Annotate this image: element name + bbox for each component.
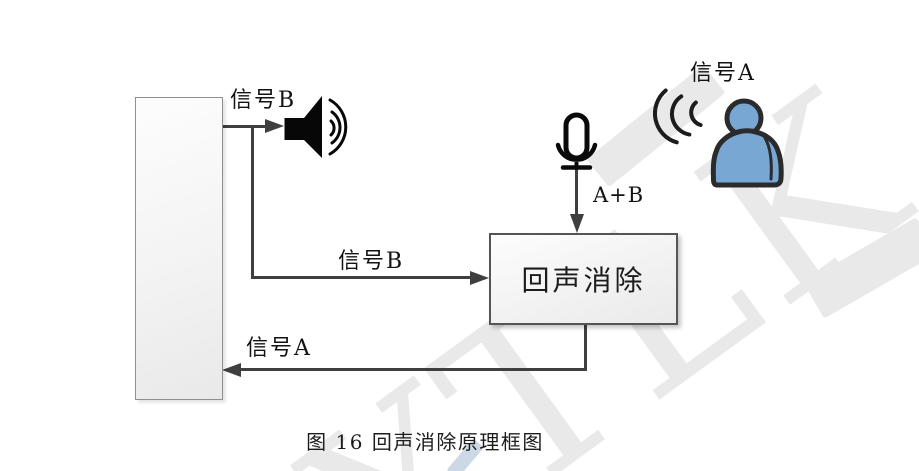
device-box <box>135 97 223 400</box>
connector-reference-to-box <box>251 276 473 279</box>
connector-output-to-device <box>240 368 586 371</box>
sound-waves-icon <box>653 88 703 145</box>
arrowhead-to-speaker <box>265 119 284 133</box>
speaker-icon <box>284 96 348 158</box>
label-signal-b-speaker: 信号B <box>230 88 297 113</box>
microphone-icon <box>555 112 598 170</box>
figure-caption: 图 16 回声消除原理框图 <box>306 430 544 454</box>
label-signal-a-talker: 信号A <box>690 61 756 86</box>
echo-cancel-label: 回声消除 <box>521 264 646 297</box>
connector-device-to-speaker <box>221 125 267 128</box>
label-signal-b-reference: 信号B <box>338 249 405 274</box>
arrowhead-to-echo-box <box>470 271 489 285</box>
label-signal-a-output: 信号A <box>246 336 312 361</box>
connector-box-down <box>584 325 587 371</box>
echo-cancel-box: 回声消除 <box>489 233 678 325</box>
connector-mic-to-box <box>575 167 578 217</box>
arrowhead-mic-to-box <box>570 214 584 233</box>
arrowhead-to-device <box>222 363 241 377</box>
person-icon <box>653 88 784 188</box>
connector-branch-down <box>251 125 254 279</box>
label-a-plus-b: A+B <box>593 183 645 207</box>
